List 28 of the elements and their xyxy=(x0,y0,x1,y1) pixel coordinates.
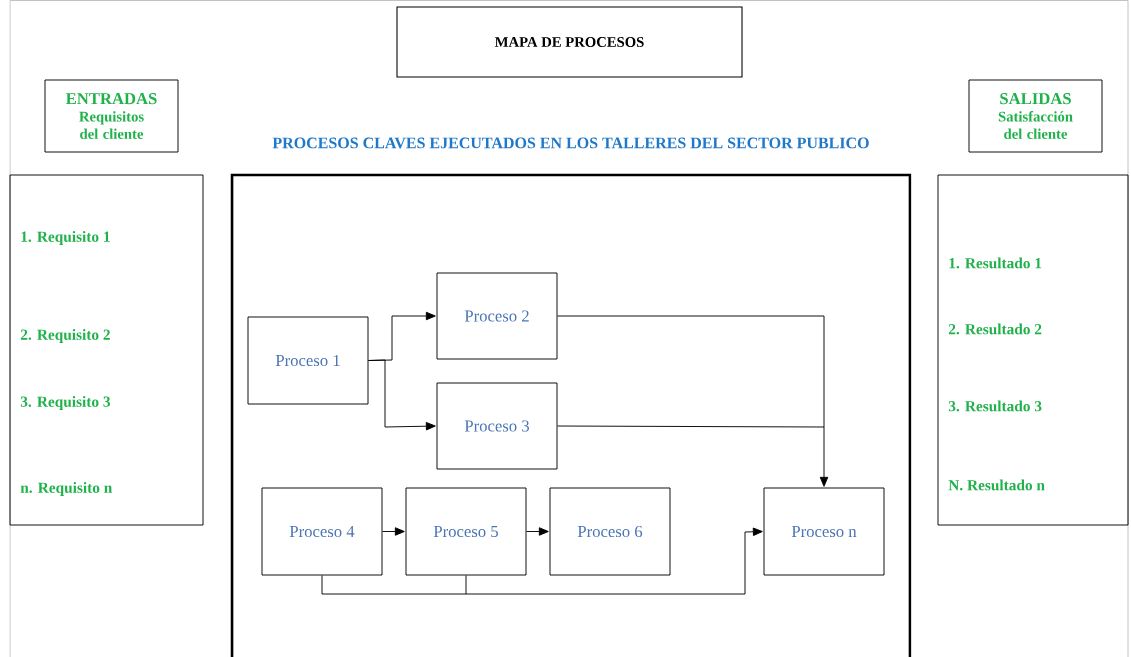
list-item: 3. Resultado 3 xyxy=(948,400,1042,412)
process-box: Proceso 5 xyxy=(405,487,527,576)
list-item: 1. Resultado 1 xyxy=(949,257,1042,269)
header-box: SALIDAS Satisfacción del cliente xyxy=(968,79,1103,153)
process-box: Proceso 6 xyxy=(549,487,671,576)
section-heading: PROCESOS CLAVES EJECUTADOS EN LOS TALLERES DEL SECTOR PUBLICO xyxy=(272,137,869,149)
arrow xyxy=(526,527,549,536)
list-item: n. Requisito n xyxy=(20,482,113,496)
list-item: 3. Requisito 3 xyxy=(20,396,111,410)
process-box: Proceso 1 xyxy=(247,316,369,405)
arrow xyxy=(819,426,829,487)
arrow xyxy=(382,527,405,536)
list-item: 1. Requisito 1 xyxy=(21,231,110,245)
list-item: 2. Resultado 2 xyxy=(948,323,1042,335)
process-box: Proceso n xyxy=(763,487,885,576)
connector-line xyxy=(557,425,825,428)
arrow xyxy=(368,359,436,431)
list-item: N. Resultado n xyxy=(948,479,1045,491)
header-box: ENTRADAS Requisitos del cliente xyxy=(44,79,179,153)
title-box: MAPA DE PROCESOS xyxy=(396,6,743,78)
connector-line xyxy=(321,575,467,595)
process-box: Proceso 3 xyxy=(436,382,558,470)
process-box: Proceso 4 xyxy=(261,487,383,576)
connector-line xyxy=(557,315,825,428)
arrow xyxy=(465,527,763,595)
list-item: 2. Requisito 2 xyxy=(20,329,110,343)
connector-line xyxy=(465,575,467,595)
process-box: Proceso 2 xyxy=(436,272,558,360)
